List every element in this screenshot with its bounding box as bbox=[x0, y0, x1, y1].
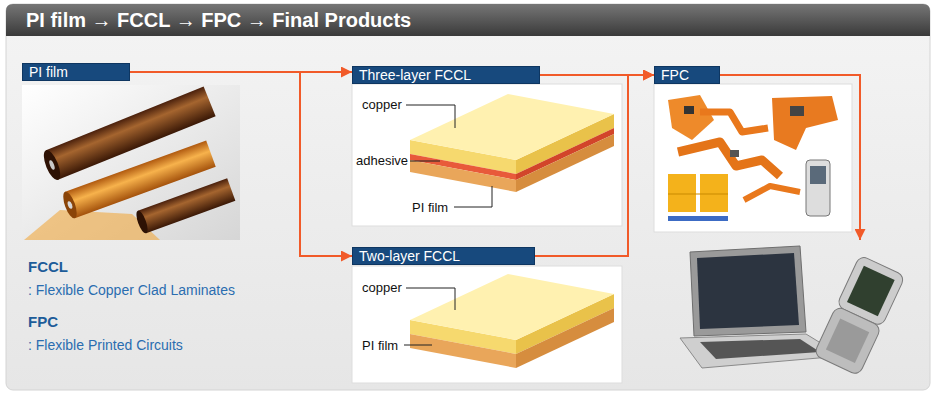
two-layer-block bbox=[404, 274, 614, 368]
copper-top bbox=[410, 274, 614, 340]
connector-edge bbox=[668, 194, 728, 195]
flex-circuit bbox=[678, 142, 780, 176]
panel bbox=[6, 4, 930, 390]
pi-film-layer bbox=[410, 334, 516, 368]
part-label: PI film bbox=[362, 338, 398, 353]
film-sheet bbox=[24, 210, 160, 240]
flow-arrow bbox=[130, 72, 352, 256]
flex-connector bbox=[668, 174, 696, 212]
stage-tab: Two-layer FCCL bbox=[352, 247, 535, 265]
phone-keypad bbox=[826, 319, 869, 363]
stage-tab: FPC bbox=[654, 66, 720, 84]
handset bbox=[806, 160, 830, 216]
flow-arrow bbox=[720, 75, 860, 240]
definition: : Flexible Copper Clad Laminates bbox=[28, 281, 235, 299]
tab-label: Three-layer FCCL bbox=[359, 67, 533, 83]
chip bbox=[730, 150, 739, 157]
leader-line bbox=[406, 105, 455, 128]
definition: : Flexible Printed Circuits bbox=[28, 336, 183, 354]
photo-ground bbox=[22, 85, 240, 240]
tab-label: Two-layer FCCL bbox=[359, 248, 528, 264]
leader-line bbox=[410, 161, 440, 162]
three-layer-block bbox=[406, 94, 614, 207]
tab-label: PI film bbox=[29, 64, 123, 80]
leader-line bbox=[454, 186, 492, 207]
flex-circuit bbox=[668, 95, 714, 140]
tab-label: FPC bbox=[661, 67, 713, 83]
flex-circuit bbox=[700, 112, 768, 132]
roll-core bbox=[48, 160, 55, 171]
roll-end bbox=[134, 209, 150, 234]
chip bbox=[684, 106, 694, 114]
pi-film-photo bbox=[22, 85, 240, 240]
illustration-box bbox=[352, 266, 622, 383]
phone-bottom bbox=[814, 306, 882, 376]
flex-circuit bbox=[772, 96, 838, 150]
phone-screen bbox=[847, 266, 895, 317]
pi-film-layer bbox=[410, 160, 516, 192]
fpc-photo bbox=[668, 95, 838, 221]
title-bar bbox=[6, 4, 930, 36]
leader-line bbox=[404, 345, 432, 346]
flow-arrow bbox=[535, 75, 654, 256]
roll-end bbox=[61, 190, 80, 220]
handset-screen bbox=[810, 166, 826, 184]
roll-body bbox=[138, 178, 235, 233]
stage-tab: PI film bbox=[22, 63, 130, 81]
leader-line bbox=[406, 288, 455, 310]
roll-core bbox=[67, 201, 73, 210]
part-label: copper bbox=[362, 280, 402, 295]
stage-tab: Three-layer FCCL bbox=[352, 66, 540, 84]
roll-end bbox=[40, 148, 63, 182]
copper-top bbox=[410, 94, 614, 160]
part-label: copper bbox=[362, 97, 402, 112]
laptop-screen bbox=[697, 253, 799, 329]
abbreviation: FCCL bbox=[28, 258, 68, 276]
flex-strip bbox=[668, 216, 728, 221]
chip bbox=[790, 106, 804, 116]
laptop-lid bbox=[690, 246, 806, 336]
mobile-phone bbox=[814, 255, 906, 376]
film-roll bbox=[134, 178, 235, 234]
laptop-keyboard bbox=[700, 339, 820, 359]
part-label: adhesive bbox=[356, 153, 408, 168]
flex-connector bbox=[700, 174, 728, 212]
part-label: PI film bbox=[412, 200, 448, 215]
flex-circuit bbox=[744, 186, 800, 200]
illustration-box bbox=[352, 84, 622, 226]
title-text: PI film → FCCL → FPC → Final Products bbox=[26, 8, 411, 32]
photo-box bbox=[654, 84, 852, 232]
abbreviation: FPC bbox=[28, 313, 58, 331]
